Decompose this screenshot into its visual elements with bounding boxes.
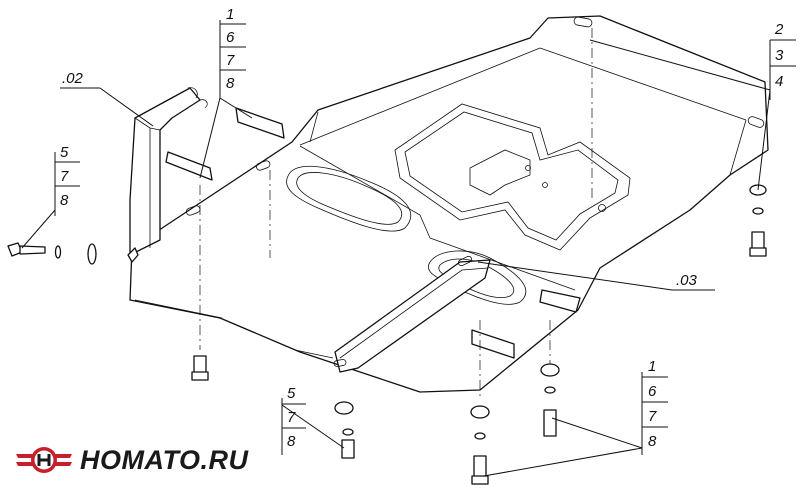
fasteners <box>7 184 767 485</box>
callout-left: 5 7 8 <box>55 144 80 209</box>
callout-number: 1 <box>648 358 656 375</box>
callout-top-right: 2 3 4 <box>770 21 796 90</box>
bolt-center <box>334 401 355 459</box>
callout-number: 7 <box>287 409 296 426</box>
bolt-center-right <box>540 363 560 437</box>
callout-number: 4 <box>775 73 783 90</box>
brand-wordmark: HOMATO.RU <box>80 444 249 475</box>
callout-number: 6 <box>226 29 235 46</box>
callout-number: 1 <box>226 6 234 23</box>
part-label: .03 <box>676 272 698 289</box>
skid-plate <box>129 15 769 393</box>
leader-lines <box>21 20 771 477</box>
bolt-right <box>749 184 767 257</box>
bolt-bottom <box>470 405 490 485</box>
callout-number: 6 <box>648 383 657 400</box>
brand-emblem-icon <box>16 447 72 473</box>
side-bracket <box>127 87 208 263</box>
callout-number: 5 <box>60 144 69 161</box>
callout-bottom-center: 5 7 8 <box>282 385 306 450</box>
brand-logo: HOMATO.RU <box>14 440 249 480</box>
callout-number: 7 <box>226 52 235 69</box>
callout-part-03: .03 <box>676 272 698 289</box>
callout-part-02: .02 <box>62 70 84 87</box>
callout-number: 8 <box>226 75 235 92</box>
callout-bottom-right: 1 6 7 8 <box>642 358 668 450</box>
callout-number: 5 <box>287 385 296 402</box>
callout-number: 8 <box>287 433 296 450</box>
bolt-front-left <box>191 355 209 381</box>
callout-number: 8 <box>60 192 69 209</box>
callout-number: 7 <box>648 408 657 425</box>
callout-number: 8 <box>648 433 657 450</box>
bolt-left <box>7 242 97 265</box>
callout-number: 2 <box>774 21 784 38</box>
callout-number: 7 <box>60 168 69 185</box>
callout-number: 3 <box>775 47 784 64</box>
callout-top-left: 1 6 7 8 <box>220 6 246 92</box>
front-rail <box>333 255 581 373</box>
part-label: .02 <box>62 70 84 87</box>
